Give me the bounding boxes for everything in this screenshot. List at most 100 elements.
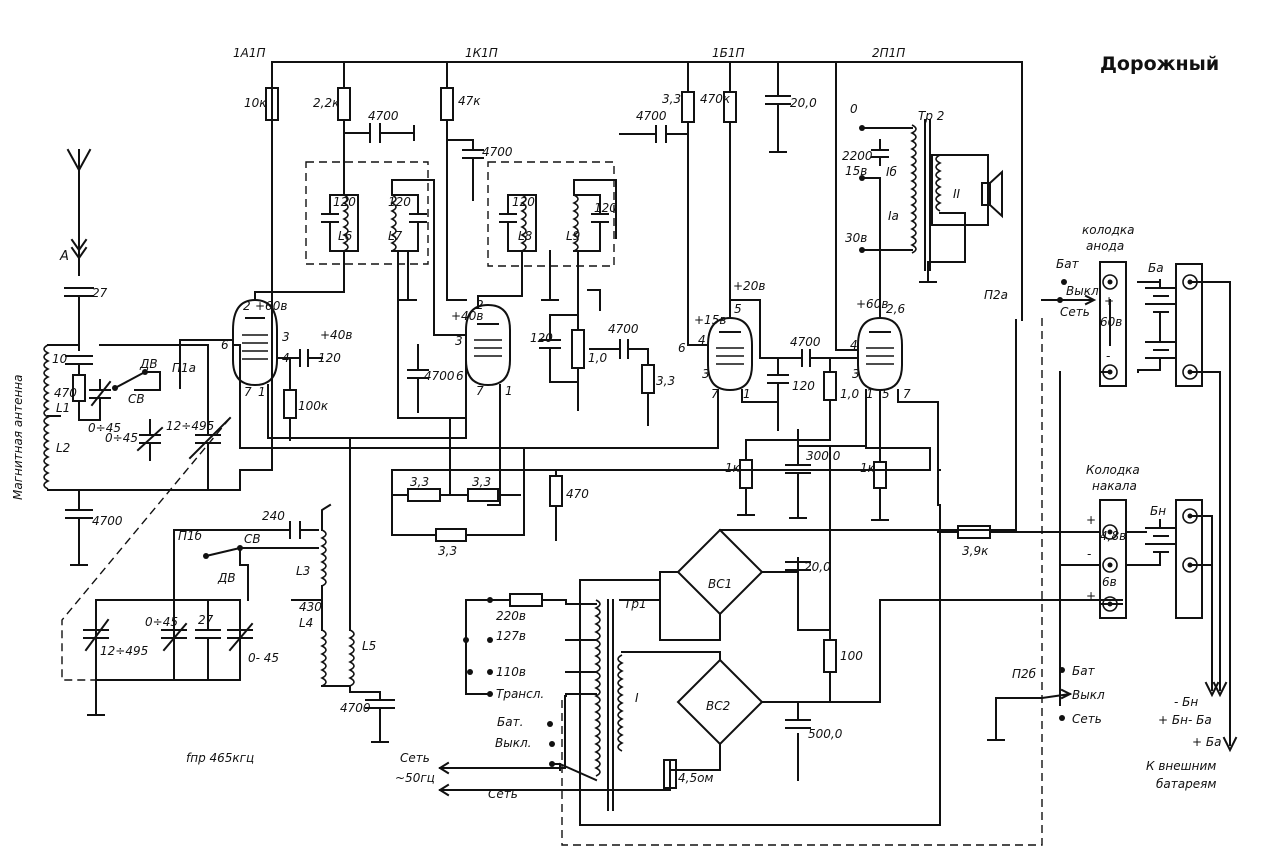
- battery-ba-label: Ба: [1148, 261, 1164, 275]
- tube-3-pin-7: 7: [711, 387, 719, 401]
- resistor-3-3-top-label: 3,3: [662, 92, 681, 106]
- filament-plus: +: [1086, 513, 1096, 527]
- cap-4700-d-label: 4700: [424, 369, 455, 383]
- tap-0-label: 0: [850, 102, 858, 116]
- mains-set2-label: Сеть: [488, 787, 518, 801]
- filament-block-title-1: Колодка: [1086, 463, 1140, 477]
- tube-4-pin-2-6: 2,6: [886, 302, 905, 316]
- cap-120-l8-label: 120: [512, 195, 535, 209]
- resistor-10k: [265, 87, 279, 121]
- tube-label-1: 1А1П: [233, 46, 266, 60]
- tube-3: [707, 316, 753, 392]
- cap-240-label: 240: [262, 509, 285, 523]
- cap-500-label: 500,0: [808, 727, 843, 741]
- resistor-3-3-grid-label: 3,3: [656, 374, 675, 388]
- cap-12-495-b-label: 12÷495: [100, 644, 148, 658]
- coil-l2-label: L2: [56, 441, 70, 455]
- pot-label: 1,0: [588, 351, 607, 365]
- magnetic-antenna-label: Магнитная антенна: [11, 375, 25, 501]
- bridge-bc1-label: ВС1: [708, 577, 732, 591]
- tube-4-pin-7: 7: [903, 387, 911, 401]
- coil-l8-label: L8: [518, 229, 533, 243]
- switch-p2a-label: П2а: [984, 288, 1008, 302]
- bridge-bc2: ВС2: [676, 658, 764, 746]
- cap-4700-b-label: 4700: [482, 145, 513, 159]
- resistor-100-label: 100: [840, 649, 863, 663]
- resistor-3-3-agc1-label: 3,3: [410, 475, 429, 489]
- mains-50hz-label: ~50гц: [395, 771, 435, 785]
- tube-1: [232, 298, 278, 387]
- mains-vykl-label: Выкл.: [495, 736, 531, 750]
- coil-l4-label: L4: [299, 616, 313, 630]
- tube-1-pin-1: 1: [258, 385, 266, 399]
- anode-60v-label: 60в: [1100, 315, 1122, 329]
- resistor-1-0-grid-label: 1,0: [840, 387, 859, 401]
- external-filament-block: [1175, 499, 1203, 619]
- cap-430-label: 430: [299, 600, 322, 614]
- speaker-icon: [981, 169, 1003, 219]
- tap-110v-label: 110в: [496, 665, 526, 679]
- external-label-3: + Ба: [1192, 735, 1221, 749]
- tube-3-pin-5: 5: [734, 302, 742, 316]
- tube-2-pin-6: 6: [456, 369, 464, 383]
- tr1-label: Тр1: [624, 597, 647, 611]
- cap-20-0-ps-label: 20,0: [804, 560, 831, 574]
- resistor-1k-t4-label: 1к: [860, 461, 876, 475]
- switch-p2b-label: П2б: [1012, 667, 1037, 681]
- cap-4700-l5-label: 4700: [340, 701, 371, 715]
- resistor-10k-label: 10к: [244, 96, 267, 110]
- resistor-3-3-agc3-label: 3,3: [438, 544, 457, 558]
- coil-l9-label: L9: [566, 229, 580, 243]
- tube-4: [857, 316, 903, 392]
- coil-l7-label: L7: [388, 229, 403, 243]
- tap-30v-label: 30в: [845, 231, 867, 245]
- external-label-4: К внешним: [1146, 759, 1216, 773]
- anode-block-title-2: анода: [1086, 239, 1124, 253]
- resistor-3-3-agc2-label: 3,3: [472, 475, 491, 489]
- cap-120-vol-label: 120: [530, 331, 553, 345]
- resistor-2-2k-label: 2,2к: [313, 96, 340, 110]
- tube-2-pin-1: 1: [505, 384, 513, 398]
- winding-ii-label: II: [953, 187, 961, 201]
- switch-p1b[interactable]: [204, 546, 242, 558]
- trimmer-0-45-c-label: 0÷45: [145, 615, 178, 629]
- bridge-bc1: ВС1: [676, 528, 764, 616]
- cap-27-label: 27: [92, 286, 108, 300]
- filament-6v-label: 6в: [1102, 575, 1117, 589]
- resistor-470k-label: 470к: [700, 92, 731, 106]
- coil-l3-label: L3: [296, 564, 310, 578]
- switch-p1a[interactable]: [113, 370, 147, 390]
- p2b-vykl-label: Выкл: [1072, 688, 1105, 702]
- resistor-47k: [440, 87, 454, 121]
- anode-block-title-1: колодка: [1082, 223, 1135, 237]
- filament-block-title-2: накала: [1092, 479, 1137, 493]
- tube-4-pin-4: 4: [850, 338, 858, 352]
- resistor-3-9k-label: 3,9к: [962, 544, 989, 558]
- trimmer-0-45-d-label: 0- 45: [248, 651, 279, 665]
- coil-l1-label: L1: [56, 401, 70, 415]
- anode-minus: -: [1106, 349, 1110, 363]
- resistor-100k-label: 100к: [298, 399, 329, 413]
- anode-bat-label: Бат: [1056, 257, 1080, 271]
- mains-transformer: [594, 599, 624, 811]
- switch-sv-1-label: СВ: [128, 392, 145, 406]
- tube-3-pin-1: 1: [743, 387, 751, 401]
- tube-3-pin-4: 4: [698, 333, 706, 347]
- cap-120-l9-label: 120: [594, 201, 617, 215]
- switch-p1a-label: П1а: [172, 361, 196, 375]
- cap-4700-a-label: 4700: [368, 109, 399, 123]
- tube-label-2: 1К1П: [465, 46, 498, 60]
- tube-4-pin-3: 3: [852, 367, 860, 381]
- filament-block: [1099, 499, 1127, 619]
- battery-bn-label: Бн: [1150, 504, 1166, 518]
- resistor-100k: [283, 389, 297, 419]
- winding-i-label: I: [635, 691, 639, 705]
- anode-vykl-label: Выкл: [1066, 284, 1099, 298]
- antenna-icon: [66, 148, 92, 276]
- mains-bat-label: Бат.: [497, 715, 523, 729]
- cap-10-label: 10: [52, 352, 68, 366]
- external-anode-block: [1175, 263, 1203, 387]
- antenna-label: А: [59, 249, 69, 264]
- resistor-3-3-grid: [641, 364, 655, 394]
- resistor-1k-t4: [873, 461, 887, 489]
